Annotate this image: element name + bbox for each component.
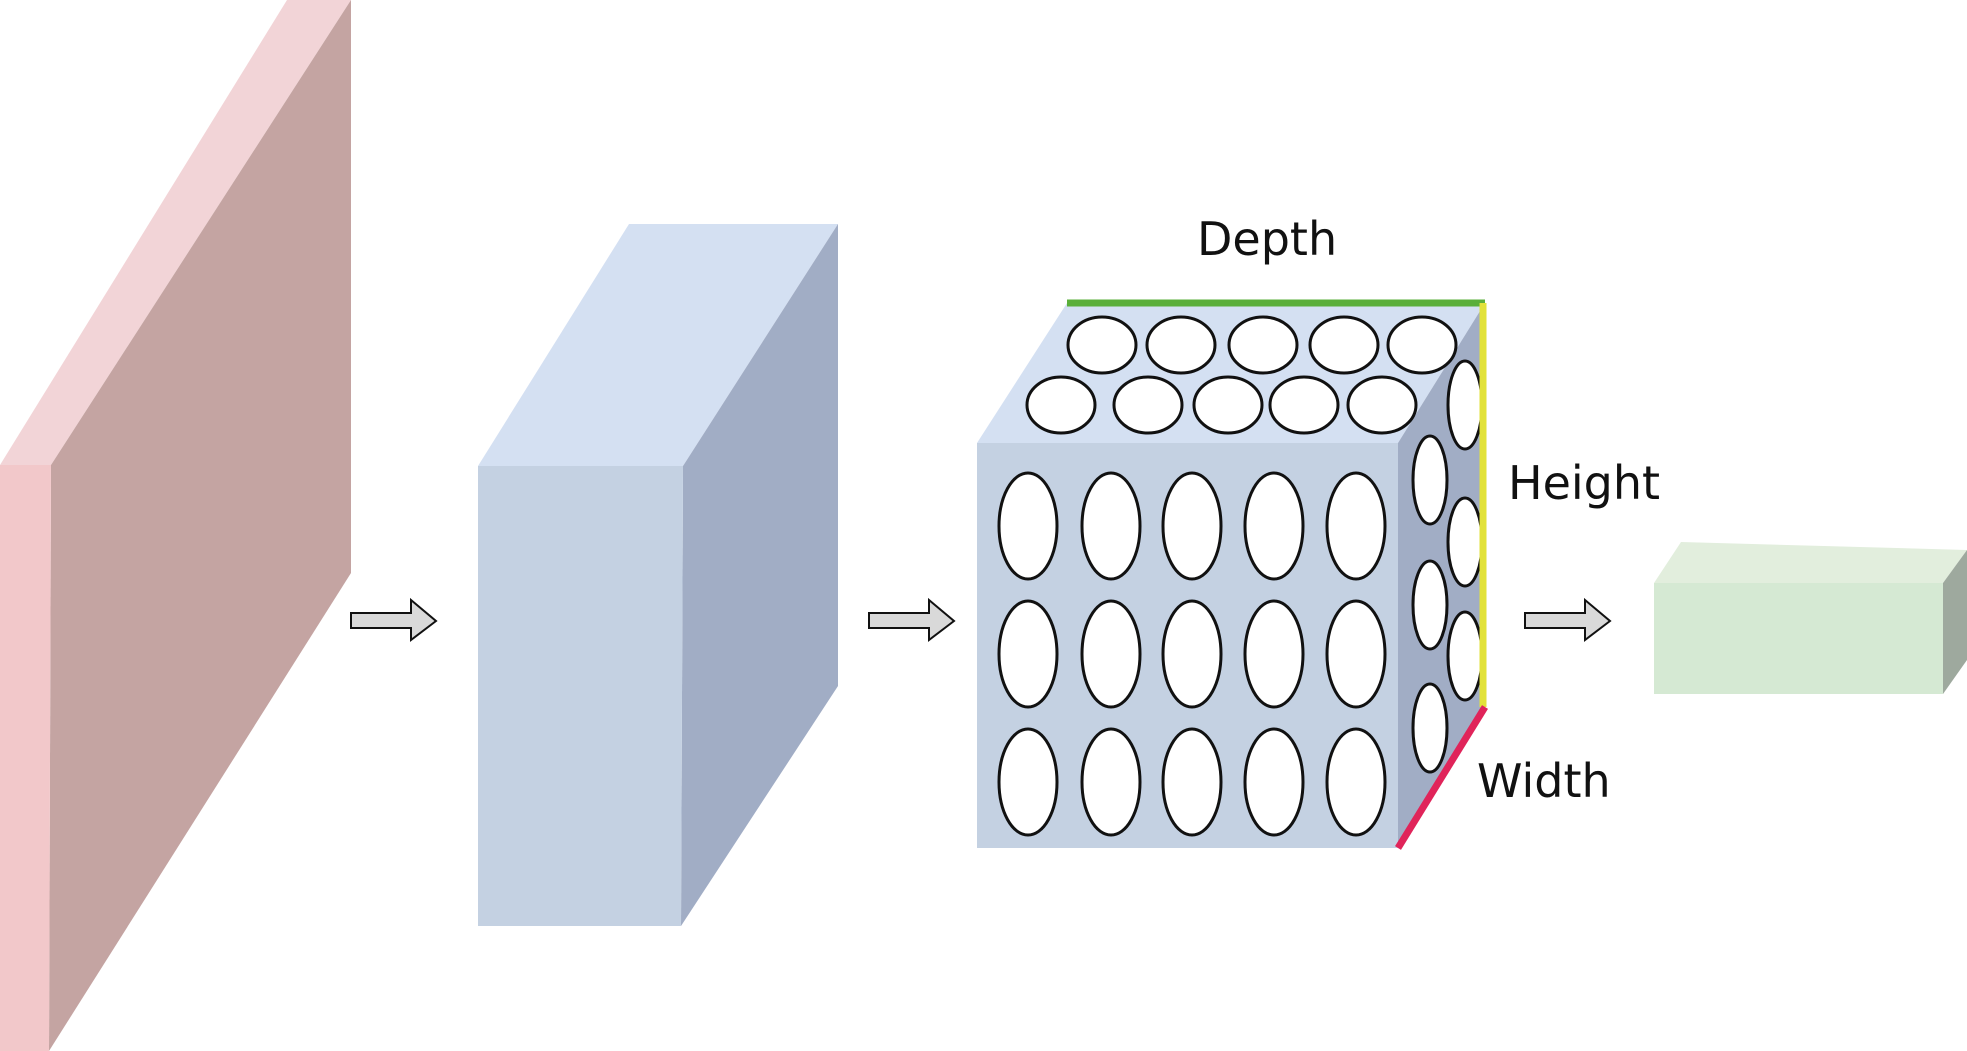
- hidden-layer-box: [478, 224, 838, 926]
- neuron-side: [1411, 682, 1449, 774]
- height-label: Height: [1508, 456, 1660, 510]
- neuron-front: [1325, 599, 1387, 709]
- neuron-side: [1446, 496, 1484, 588]
- flow-arrow-1: [350, 597, 438, 643]
- neuron-front: [997, 599, 1059, 709]
- neuron-front: [1161, 471, 1223, 581]
- neuron-side: [1411, 559, 1449, 651]
- neuron-top: [1346, 375, 1418, 435]
- neuron-front: [997, 727, 1059, 837]
- neuron-front: [1325, 727, 1387, 837]
- neuron-front: [1243, 727, 1305, 837]
- neuron-top: [1145, 315, 1217, 375]
- output-layer-top: [1654, 542, 1967, 583]
- width-label: Width: [1477, 754, 1611, 808]
- neuron-top: [1066, 315, 1138, 375]
- neuron-front: [1080, 599, 1142, 709]
- neuron-front: [1243, 599, 1305, 709]
- neuron-front: [1325, 471, 1387, 581]
- neuron-volume: [977, 303, 1485, 848]
- neuron-top: [1112, 375, 1184, 435]
- neuron-side: [1446, 610, 1484, 702]
- output-layer-front: [1654, 583, 1943, 694]
- input-layer: [0, 0, 351, 1051]
- neuron-top: [1386, 315, 1458, 375]
- input-layer-side: [49, 0, 351, 1051]
- input-layer-front: [0, 465, 51, 1051]
- output-layer-box: [1654, 542, 1967, 694]
- neuron-side: [1446, 359, 1484, 451]
- neuron-front: [1080, 471, 1142, 581]
- input-layer-top: [0, 0, 351, 465]
- neuron-front: [1161, 599, 1223, 709]
- neuron-top: [1025, 375, 1097, 435]
- flow-arrow-2: [868, 597, 956, 643]
- depth-label: Depth: [1197, 212, 1337, 266]
- width-line: [1395, 705, 1488, 850]
- neuron-front: [1243, 471, 1305, 581]
- hidden-layer-side: [681, 224, 838, 926]
- neuron-front: [1080, 727, 1142, 837]
- neuron-front: [1161, 727, 1223, 837]
- hidden-layer-front: [478, 466, 683, 926]
- neuron-front: [997, 471, 1059, 581]
- neuron-top: [1308, 315, 1380, 375]
- neuron-top: [1227, 315, 1299, 375]
- flow-arrow-3: [1524, 597, 1612, 643]
- output-layer-side: [1943, 550, 1967, 694]
- hidden-layer-top: [478, 224, 838, 466]
- neuron-top: [1268, 375, 1340, 435]
- neuron-side: [1411, 434, 1449, 526]
- neuron-grid: [997, 315, 1484, 837]
- neuron-top: [1192, 375, 1264, 435]
